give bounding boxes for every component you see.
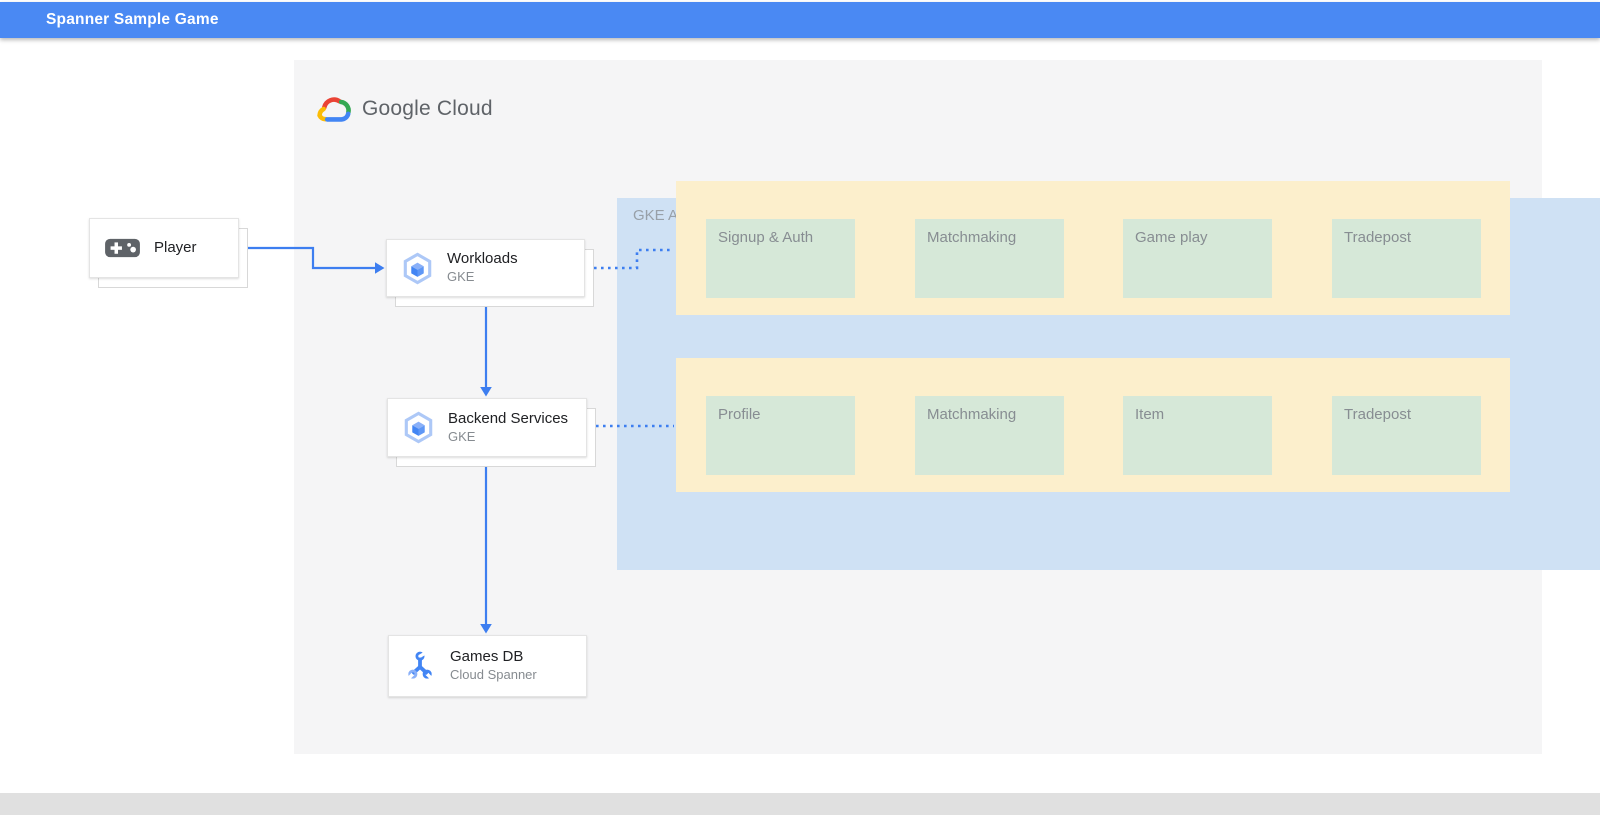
service-box-label: Profile [718,406,761,423]
node-player: Player [89,218,248,288]
node-gamesdb-subtitle: Cloud Spanner [450,667,537,682]
service-box-label: Signup & Auth [718,229,814,246]
service-box-tradepost-1: Tradepost [1332,219,1481,298]
service-box-signup-auth: Signup & Auth [706,219,855,298]
service-box-label: Tradepost [1344,229,1411,246]
node-backend-title: Backend Services [448,409,569,427]
frontend-workload-row: Signup & Auth Matchmaking Game play Trad… [676,181,1510,315]
logo-product-text: Cloud [436,96,493,120]
service-box-matchmaking-1: Matchmaking [915,219,1064,298]
node-games-db: Games DB Cloud Spanner [388,635,587,697]
page-title: Spanner Sample Game [46,11,219,28]
service-box-tradepost-2: Tradepost [1332,396,1481,475]
node-workloads-subtitle: GKE [447,269,475,284]
gke-icon [402,411,435,444]
service-box-label: Game play [1135,229,1208,246]
service-box-label: Item [1135,406,1165,423]
app-titlebar: Spanner Sample Game [0,2,1600,38]
gke-icon [401,252,434,285]
backend-workload-row: Profile Matchmaking Item Tradepost [676,358,1510,492]
node-workloads: Workloads GKE [386,239,594,307]
google-cloud-icon [315,94,353,123]
service-box-label: Matchmaking [927,406,1017,423]
node-workloads-title: Workloads [447,250,518,267]
service-box-label: Matchmaking [927,229,1017,246]
service-box-matchmaking-2: Matchmaking [915,396,1064,475]
logo-brand-text: Google [362,96,431,120]
node-backend-services: Backend Services GKE [387,398,596,467]
gamepad-icon [104,237,141,259]
service-box-item: Item [1123,396,1272,475]
service-box-game-play: Game play [1123,219,1272,298]
node-player-label: Player [154,239,197,256]
bottom-bar [0,793,1600,815]
node-gamesdb-title: Games DB [450,648,524,665]
node-backend-subtitle: GKE [448,428,476,444]
cloud-spanner-icon [403,649,437,683]
service-box-label: Tradepost [1344,406,1411,423]
service-box-profile: Profile [706,396,855,475]
